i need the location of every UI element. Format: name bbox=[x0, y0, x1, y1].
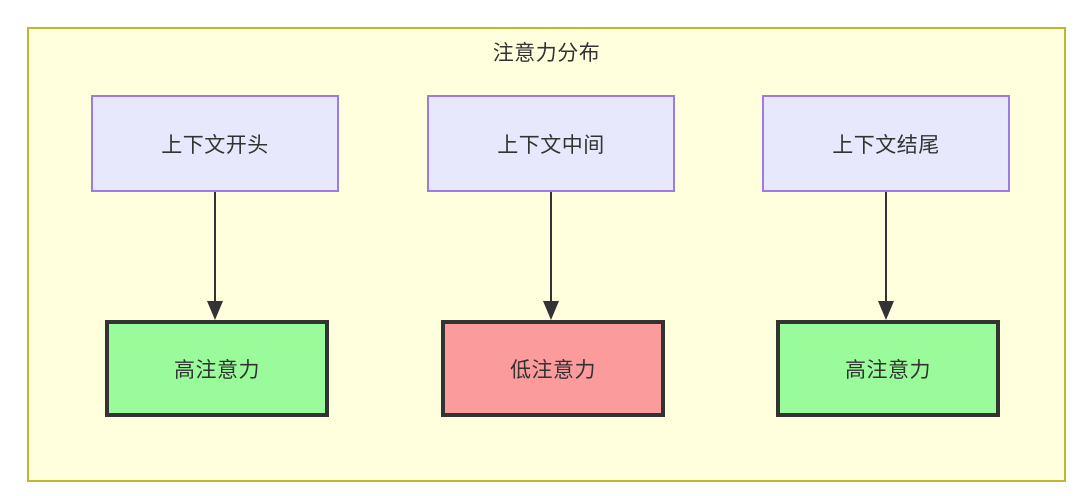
subgraph-container: 注意力分布 上下文开头 上下文中间 上下文结尾 bbox=[27, 27, 1066, 482]
node-context-start[interactable]: 上下文开头 bbox=[91, 95, 339, 192]
node-attention-high-start[interactable]: 高注意力 bbox=[105, 320, 329, 417]
node-context-end[interactable]: 上下文结尾 bbox=[762, 95, 1010, 192]
node-attention-low-middle-label: 低注意力 bbox=[510, 358, 596, 382]
node-attention-high-end-label: 高注意力 bbox=[845, 358, 931, 382]
edge-context-end-to-attention-end bbox=[878, 192, 894, 320]
subgraph-title: 注意力分布 bbox=[492, 42, 601, 65]
node-attention-low-middle[interactable]: 低注意力 bbox=[441, 320, 665, 417]
node-context-end-label: 上下文结尾 bbox=[832, 133, 940, 157]
edge-context-start-to-attention-start bbox=[207, 192, 223, 320]
node-context-middle-label: 上下文中间 bbox=[497, 133, 605, 157]
node-attention-high-end[interactable]: 高注意力 bbox=[776, 320, 1000, 417]
node-context-start-label: 上下文开头 bbox=[161, 133, 269, 157]
node-attention-high-start-label: 高注意力 bbox=[174, 358, 260, 382]
node-context-middle[interactable]: 上下文中间 bbox=[427, 95, 675, 192]
edge-context-middle-to-attention-middle bbox=[543, 192, 559, 320]
